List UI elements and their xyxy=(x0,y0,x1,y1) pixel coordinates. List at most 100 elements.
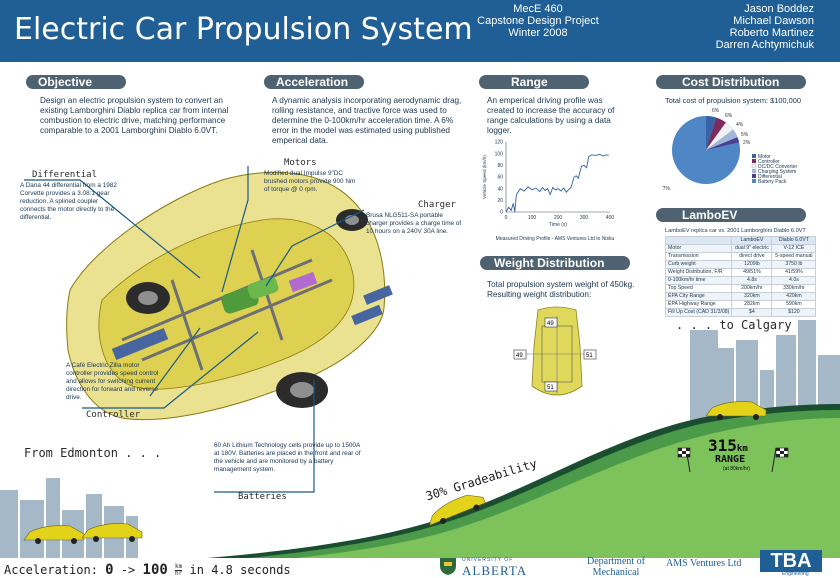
pie-slice-differential xyxy=(706,137,740,150)
acceleration-text: A dynamic analysis incorporating aerodyn… xyxy=(272,96,462,145)
rear-weight: 51 xyxy=(547,385,554,391)
legend-label: DC/DC Converter xyxy=(758,164,798,170)
y-tick-label: 80 xyxy=(497,163,503,169)
speed-series-line xyxy=(505,153,609,213)
sponsor-name: AMS Ventures Ltd xyxy=(666,558,742,569)
legend-label: Charging System xyxy=(758,169,796,175)
from-edmonton-label: From Edmonton . . . xyxy=(24,446,162,460)
department: Department of Mechanical Engineering xyxy=(586,556,646,578)
legend-label: Differential xyxy=(758,174,782,180)
header-bar xyxy=(0,0,840,62)
range-heading: Range xyxy=(479,75,589,89)
svg-text:77%: 77% xyxy=(662,186,671,192)
objective-text: Design an electric propulsion system to … xyxy=(40,96,229,135)
svg-text:2%: 2% xyxy=(743,140,751,146)
motors-text: Modified dual Impulse 9"DC brushed motor… xyxy=(264,170,356,193)
svg-text:5%: 5% xyxy=(741,132,749,138)
batteries-label: Batteries xyxy=(238,492,287,502)
legend-label: Battery Pack xyxy=(758,179,787,185)
y-tick-label: 0 xyxy=(500,210,503,216)
differential-text: A Dana 44 differential from a 1982 Corve… xyxy=(20,182,117,221)
author-name: Roberto Martinez xyxy=(729,27,814,39)
checkered-flag-icon xyxy=(677,447,691,473)
car-icon xyxy=(81,523,143,542)
legend-swatch xyxy=(752,174,756,178)
x-tick-label: 200 xyxy=(554,215,563,221)
university-crest-icon xyxy=(438,556,458,576)
svg-text:6%: 6% xyxy=(712,108,720,114)
tba-logo: TBA xyxy=(760,550,822,572)
rear-weight-box xyxy=(544,381,558,392)
range-badge-note: (at 80km/hr) xyxy=(723,466,750,472)
legend-swatch xyxy=(752,169,756,173)
batteries-text: 60 Ah Lithium Technology cells provide u… xyxy=(214,442,361,473)
front-weight-box xyxy=(544,317,558,328)
x-tick-label: 100 xyxy=(528,215,537,221)
range-badge: 315km xyxy=(708,436,748,455)
legend-label: Motor xyxy=(758,154,771,160)
svg-text:6%: 6% xyxy=(725,113,733,119)
y-tick-label: 20 xyxy=(497,198,503,204)
legend-swatch xyxy=(752,154,756,158)
x-tick-label: 300 xyxy=(580,215,589,221)
table-header-row: LamboEV Diablo 6.0VT xyxy=(664,236,817,245)
front-weight: 49 xyxy=(547,321,554,327)
pie-slice-controller xyxy=(706,117,726,150)
legend-swatch xyxy=(752,159,756,163)
left-weight: 49 xyxy=(516,353,523,359)
poster-title: Electric Car Propulsion System xyxy=(14,12,473,47)
tba-logo-sub: Engineering xyxy=(782,571,809,577)
course-term: Winter 2008 xyxy=(508,27,568,39)
weight-text: Total propulsion system weight of 450kg.… xyxy=(487,280,635,299)
y-axis-label: Vehicle Speed (km/h) xyxy=(482,155,487,199)
charger-text: Brusa NLG511-SA portable charger provide… xyxy=(366,212,462,235)
car-icon xyxy=(705,401,767,420)
pie-slice-motor xyxy=(706,116,717,150)
weight-diagram: 49 51 49 51 xyxy=(513,306,597,396)
differential-label: Differential xyxy=(32,170,98,180)
author-name: Michael Dawson xyxy=(733,15,814,27)
cost-heading: Cost Distribution xyxy=(656,75,806,89)
university-small: UNIVERSITY OF xyxy=(462,557,514,563)
objective-heading: Objective xyxy=(26,75,126,89)
course-info: MecE 460 Capstone Design Project Winter … xyxy=(468,3,608,39)
cost-pie-chart: 6% 6% 4% 5% 2% 77% Motor Controller DC/D… xyxy=(662,108,798,192)
author-name: Darren Achtymichuk xyxy=(715,39,814,51)
battery-pack-icon xyxy=(111,285,393,361)
footer-bar xyxy=(0,558,840,578)
range-text: An emperical driving profile was created… xyxy=(487,96,615,135)
y-tick-label: 120 xyxy=(495,140,504,146)
motors-label: Motors xyxy=(284,158,317,168)
charger-label: Charger xyxy=(418,200,456,210)
pie-slice-charging xyxy=(706,129,738,150)
legend-swatch xyxy=(752,179,756,183)
course-code: MecE 460 xyxy=(513,3,563,15)
acceleration-footer: Acceleration: 0 -> 100 km hr in 4.8 seco… xyxy=(4,562,291,578)
car-icon xyxy=(429,494,486,526)
y-tick-label: 60 xyxy=(497,175,503,181)
table-row: Fill Up Cost (CAD 31/3/08)$4$120 xyxy=(664,308,817,317)
left-weight-box xyxy=(513,349,527,360)
right-weight-box xyxy=(583,349,597,360)
comparison-caption: LamboEV replica car vs. 2001 Lamborghini… xyxy=(665,228,806,234)
legend-swatch xyxy=(751,163,757,169)
author-name: Jason Boddez xyxy=(744,3,814,15)
checkered-flag-icon xyxy=(771,447,789,473)
to-calgary-label: . . . to Calgary xyxy=(676,318,792,332)
landscape xyxy=(0,320,840,578)
pie-slice-dcdc xyxy=(705,122,734,151)
y-tick-label: 40 xyxy=(497,186,503,192)
controller-text: A Café Electric Zilla motor controller p… xyxy=(66,362,159,401)
x-tick-label: 0 xyxy=(505,215,508,221)
comparison-heading: LamboEV Comparison xyxy=(656,208,806,236)
range-caption: Measured Driving Profile - AMS Ventures … xyxy=(495,236,615,242)
charger-box-icon xyxy=(288,271,318,293)
x-tick-label: 400 xyxy=(606,215,615,221)
weight-heading: Weight Distribution xyxy=(480,256,630,270)
svg-text:4%: 4% xyxy=(736,122,744,128)
